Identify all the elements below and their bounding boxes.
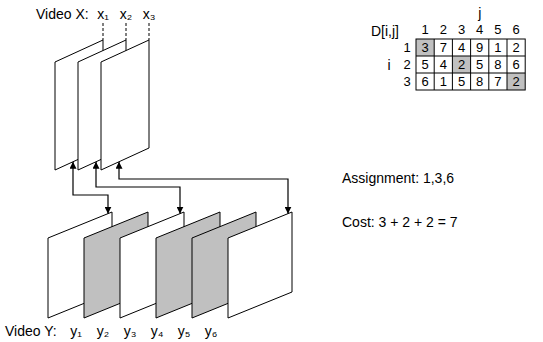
column-index: 6 (512, 23, 519, 38)
frame-label: x₁ (97, 6, 109, 22)
frame-outline (228, 212, 292, 318)
table-grid (416, 39, 525, 90)
grid-line (507, 39, 508, 90)
video-frame: y₆ (228, 212, 292, 318)
table-cell: 7 (494, 74, 501, 89)
grid-line (416, 56, 525, 57)
table-cell: 8 (494, 57, 501, 72)
column-index: 3 (458, 23, 465, 38)
dashed-tick (126, 23, 127, 40)
table-border (416, 39, 525, 90)
dashed-tick (103, 23, 104, 40)
row-index: 1 (403, 40, 410, 55)
frame-label: x₂ (120, 6, 132, 22)
table-cell: 2 (512, 74, 519, 89)
table-cell: 1 (494, 40, 501, 55)
table-cell: 5 (421, 57, 428, 72)
frame-label: y₄ (151, 323, 164, 339)
table-highlights (416, 39, 525, 90)
cost-note: Cost: 3 + 2 + 2 = 7 (342, 214, 458, 230)
frame-label: y₁ (70, 323, 82, 339)
frame-label: x₃ (143, 6, 156, 22)
video-frame: x₃ (101, 40, 149, 170)
row-index: 3 (403, 74, 410, 89)
video-title: Video Y: (5, 323, 57, 339)
table-cell: 2 (512, 40, 519, 55)
table-cell: 5 (458, 74, 465, 89)
video-title: Video X: (36, 6, 89, 22)
table-cell: 3 (421, 40, 428, 55)
table-cell: 2 (458, 57, 465, 72)
table-cell: 6 (512, 57, 519, 72)
grid-line (488, 39, 489, 90)
frame-shape (101, 40, 149, 170)
frame-outline (101, 40, 149, 170)
frame-label: y₂ (97, 323, 109, 339)
table-cell: 6 (421, 74, 428, 89)
column-index: 1 (421, 23, 428, 38)
axis-label: i (387, 56, 390, 72)
match-arrow (119, 162, 288, 214)
table-cell: 4 (458, 40, 465, 55)
table-cell: 4 (440, 57, 447, 72)
grid-line (434, 39, 435, 90)
column-index: 4 (476, 23, 483, 38)
table-cell: 9 (476, 40, 483, 55)
grid-line (470, 39, 471, 90)
frame-label: y₅ (178, 323, 191, 339)
table-cell: 8 (476, 74, 483, 89)
row-index: 2 (403, 57, 410, 72)
dashed-tick (149, 23, 150, 40)
selected-cell (416, 39, 434, 56)
table-cell: 5 (476, 57, 483, 72)
column-index: 5 (494, 23, 501, 38)
frame-label: y₆ (205, 323, 218, 339)
frame-ticks (103, 23, 149, 40)
axis-label: j (478, 5, 481, 21)
table-cell: 1 (440, 74, 447, 89)
matrix-name: D[i,j] (371, 23, 399, 39)
assignment-note: Assignment: 1,3,6 (342, 170, 454, 186)
connector-group (73, 162, 288, 214)
frame-label: y₃ (124, 323, 137, 339)
grid-line (452, 39, 453, 90)
column-index: 2 (440, 23, 447, 38)
frame-shape (228, 212, 292, 318)
grid-line (416, 73, 525, 74)
selected-cell (452, 56, 470, 73)
match-arrow (96, 162, 180, 214)
selected-cell (507, 73, 525, 90)
table-cell: 7 (440, 40, 447, 55)
